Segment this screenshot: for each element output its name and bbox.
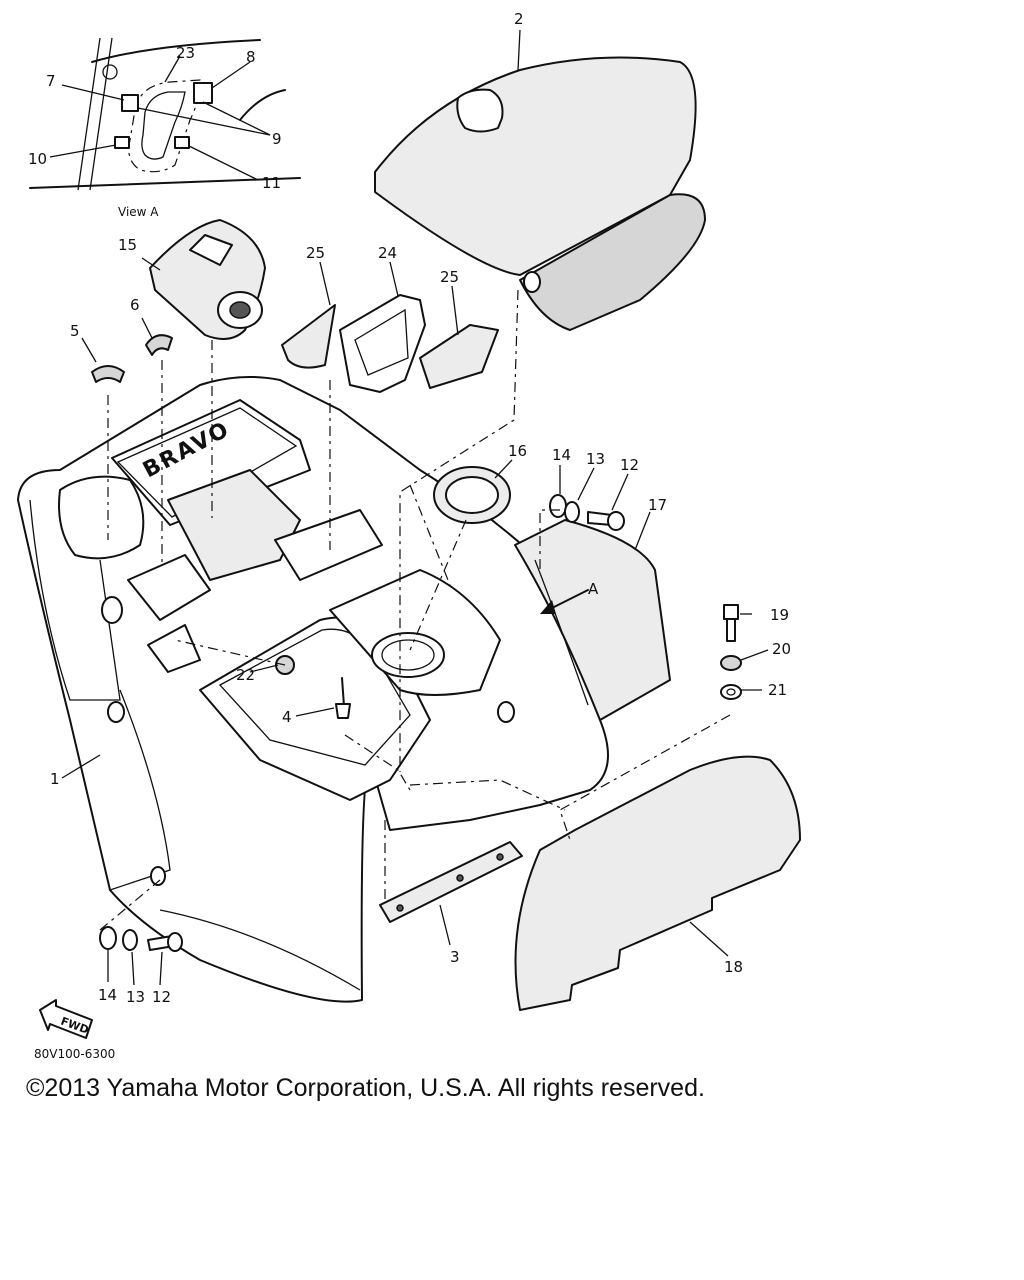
- view-a-label: View A: [118, 205, 159, 219]
- callout-leaders: [61, 257, 769, 986]
- callout-7: 7: [46, 72, 56, 90]
- callout-18: 18: [724, 958, 743, 976]
- parts-diagram: BRAVO: [17, 10, 801, 1061]
- part-15-housing: [149, 219, 266, 340]
- part-2-lid: [374, 29, 706, 331]
- upper-fasteners: [549, 494, 625, 531]
- callout-3: 3: [450, 948, 460, 966]
- callout-13-lower: 13: [126, 988, 145, 1006]
- fwd-indicator: FWD: [39, 999, 93, 1039]
- callout-16: 16: [508, 442, 527, 460]
- callout-23: 23: [176, 44, 195, 62]
- part-code: 80V100-6300: [34, 1047, 115, 1061]
- callout-8: 8: [246, 48, 256, 66]
- part-18-plate: [514, 755, 801, 1011]
- callout-11: 11: [262, 174, 281, 192]
- callout-25-left: 25: [306, 244, 325, 262]
- part-6-grommet: [145, 334, 173, 356]
- callout-19: 19: [770, 606, 789, 624]
- view-a-inset: [29, 37, 301, 191]
- part-4-22: [275, 655, 351, 719]
- callout-6: 6: [130, 296, 140, 314]
- parts-19-21: [720, 604, 742, 700]
- part-24-25-bracket: [281, 294, 499, 393]
- callout-2: 2: [514, 10, 524, 28]
- callout-12-lower: 12: [152, 988, 171, 1006]
- callout-21: 21: [768, 681, 787, 699]
- callout-15: 15: [118, 236, 137, 254]
- part-1-body: BRAVO: [17, 375, 609, 1003]
- callout-1: 1: [50, 770, 60, 788]
- callout-5: 5: [70, 322, 80, 340]
- part-16-grommet: [433, 466, 511, 524]
- view-a-arrow: A: [540, 580, 599, 614]
- callout-22: 22: [236, 666, 255, 684]
- callout-25-right: 25: [440, 268, 459, 286]
- callout-10: 10: [28, 150, 47, 168]
- callout-20: 20: [772, 640, 791, 658]
- callout-9: 9: [272, 130, 282, 148]
- alignment-lines: [99, 289, 731, 931]
- callout-14-lower: 14: [98, 986, 117, 1004]
- callout-4: 4: [282, 708, 292, 726]
- part-5-grommet: [91, 365, 125, 383]
- part-3-strip: [379, 841, 523, 923]
- callout-14-upper: 14: [552, 446, 571, 464]
- copyright-notice: ©2013 Yamaha Motor Corporation, U.S.A. A…: [26, 1074, 705, 1102]
- lower-fasteners: [99, 926, 183, 952]
- callout-labels: 1 2 3 4 5 6 7 8 9 10 11 12 13 14 15 16 1…: [28, 10, 791, 1006]
- part-17-panel: [514, 519, 671, 721]
- callout-17: 17: [648, 496, 667, 514]
- callout-13-upper: 13: [586, 450, 605, 468]
- callout-24: 24: [378, 244, 397, 262]
- callout-12-upper: 12: [620, 456, 639, 474]
- arrow-label: A: [588, 580, 599, 598]
